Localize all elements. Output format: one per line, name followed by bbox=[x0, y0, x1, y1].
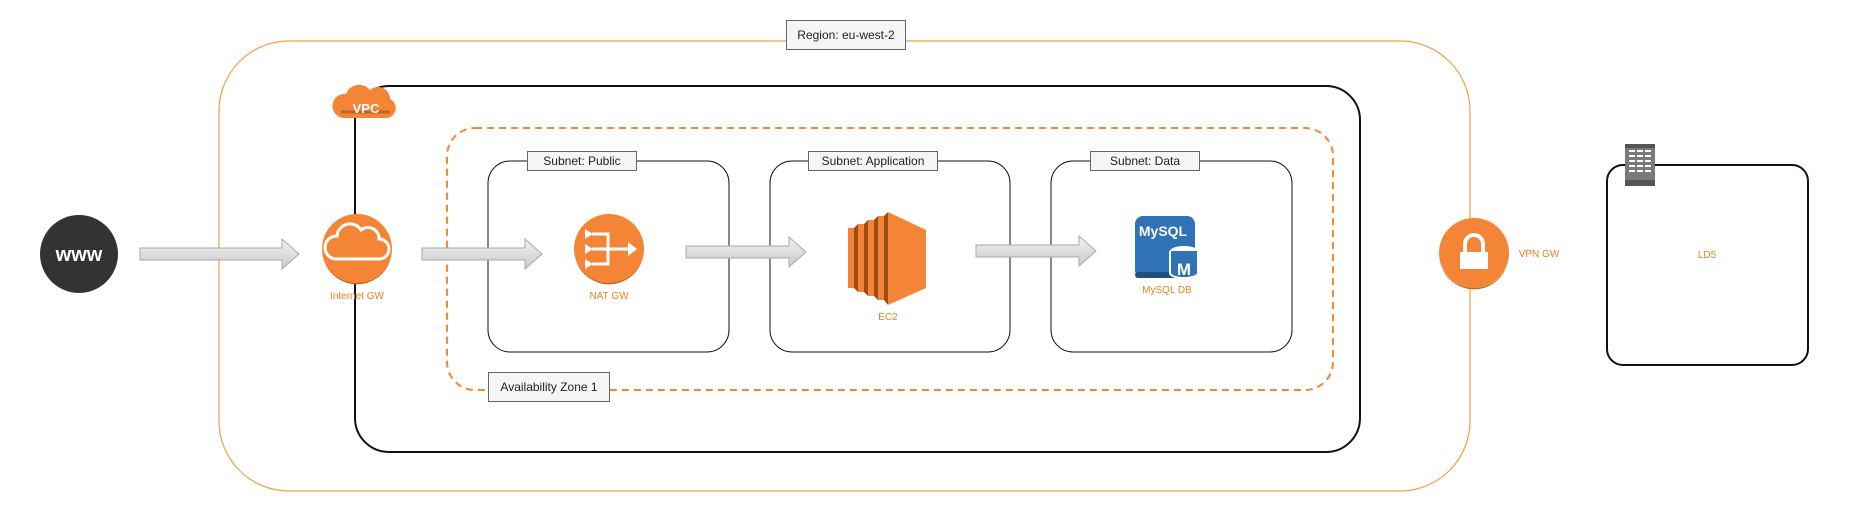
nat-gw-label: NAT GW bbox=[589, 291, 629, 302]
availability-zone-label: Availability Zone 1 bbox=[488, 372, 610, 402]
datacenter-label: LD5 bbox=[1697, 250, 1717, 261]
arrow-internet-to-igw bbox=[139, 237, 300, 271]
vpn-gw-node bbox=[1439, 218, 1509, 290]
internet-gw-label: Internet GW bbox=[330, 291, 384, 302]
vpc-cloud-icon: VPC bbox=[332, 84, 396, 118]
subnet-application-label: Subnet: Application bbox=[808, 151, 938, 171]
ec2-label: EC2 bbox=[878, 312, 898, 323]
vpn-gw-label: VPN GW bbox=[1518, 249, 1560, 260]
internet-gw-node bbox=[322, 214, 392, 285]
internet-node: www bbox=[40, 215, 118, 293]
nat-gw-node bbox=[574, 214, 644, 285]
internet-icon bbox=[40, 215, 118, 293]
arrow-ec2-to-mysql bbox=[975, 234, 1097, 268]
datacenter-container bbox=[1606, 164, 1809, 366]
lock-icon bbox=[1463, 233, 1485, 252]
mysql-logo-text: MySQL bbox=[1139, 223, 1188, 239]
subnet-public-label: Subnet: Public bbox=[527, 151, 637, 171]
mysql-db-node: MySQL M bbox=[1135, 216, 1199, 279]
building-icon bbox=[1625, 144, 1655, 186]
mysql-letter-text: M bbox=[1177, 260, 1191, 279]
arrow-igw-to-natgw bbox=[421, 237, 543, 271]
region-label: Region: eu-west-2 bbox=[786, 20, 906, 50]
subnet-data-label: Subnet: Data bbox=[1090, 151, 1200, 171]
internet-glyph: www bbox=[55, 244, 103, 266]
region-container bbox=[218, 40, 1471, 492]
ec2-icon bbox=[848, 212, 926, 305]
vpc-badge-text: VPC bbox=[353, 101, 380, 116]
ec2-node bbox=[848, 212, 926, 305]
arrow-natgw-to-ec2 bbox=[685, 235, 807, 269]
mysql-db-label: MySQL DB bbox=[1142, 285, 1192, 296]
